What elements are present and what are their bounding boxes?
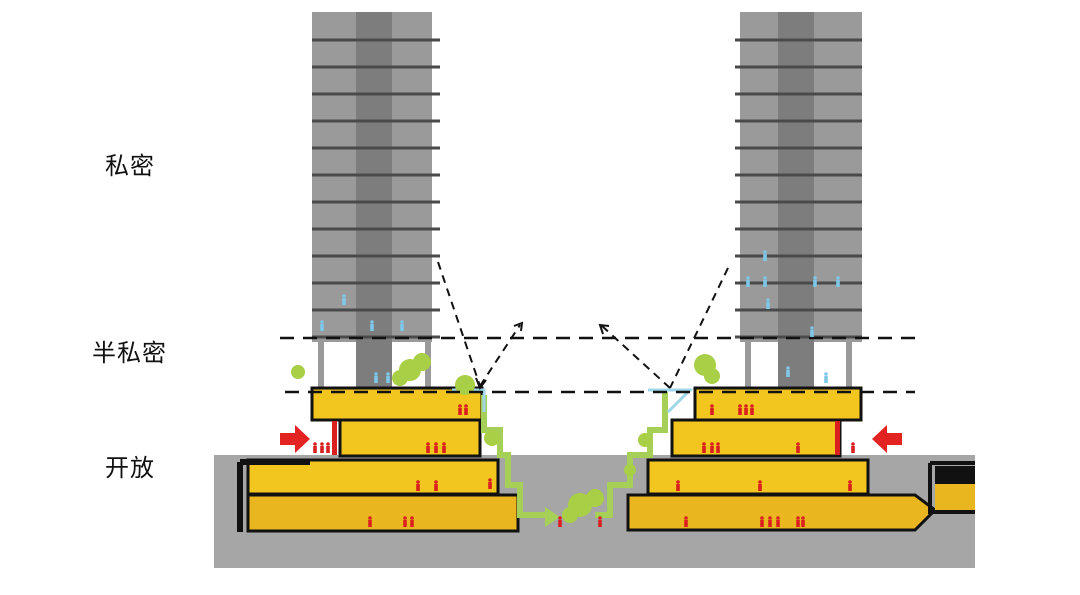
- person-icon: [434, 442, 438, 453]
- person-icon: [320, 442, 324, 453]
- tree-icons: [291, 353, 720, 523]
- person-icon: [836, 276, 840, 287]
- person-icon: [410, 516, 414, 527]
- person-icon: [760, 516, 764, 527]
- ground-valley-floor: [520, 525, 628, 535]
- person-icon: [488, 478, 492, 489]
- zone-divider-lines: [280, 336, 915, 394]
- person-icon: [716, 442, 720, 453]
- person-icon: [750, 404, 754, 415]
- person-icon: [851, 442, 855, 453]
- person-icon: [796, 442, 800, 453]
- right-red-column: [835, 421, 840, 455]
- person-icon: [370, 320, 374, 331]
- person-icon: [758, 480, 762, 491]
- person-icon: [313, 442, 317, 453]
- person-icon: [368, 516, 372, 527]
- person-icon: [738, 404, 742, 415]
- entrance-arrow-icon: [280, 425, 902, 453]
- person-icon: [374, 372, 378, 383]
- person-icon: [320, 320, 324, 331]
- zone-label-private: 私密: [105, 152, 155, 180]
- person-icon: [702, 442, 706, 453]
- person-icon: [763, 250, 767, 261]
- person-icon: [558, 516, 562, 527]
- person-icon: [710, 404, 714, 415]
- right-tower: [735, 12, 862, 390]
- left-tower-floor-lines: [312, 38, 440, 339]
- right-podium: [626, 386, 938, 532]
- person-icon: [426, 442, 430, 453]
- person-icon: [403, 516, 407, 527]
- zone-label-open: 开放: [105, 454, 155, 482]
- person-icon: [776, 516, 780, 527]
- person-icon: [766, 298, 770, 309]
- person-icons-residents: [320, 250, 840, 383]
- person-icons-public: [313, 404, 855, 527]
- left-tower: [312, 12, 440, 390]
- view-arrowheads: [475, 321, 610, 391]
- person-icon: [746, 276, 750, 287]
- person-icon: [676, 480, 680, 491]
- person-icon: [848, 480, 852, 491]
- person-icon: [464, 404, 468, 415]
- person-icon: [434, 480, 438, 491]
- person-icon: [768, 516, 772, 527]
- green-path-right: [595, 392, 668, 518]
- green-path-left: [481, 395, 545, 518]
- person-icon: [400, 320, 404, 331]
- person-icon: [786, 366, 790, 377]
- person-icon: [813, 276, 817, 287]
- person-icon: [598, 516, 602, 527]
- person-icon: [763, 276, 767, 287]
- person-icon: [824, 372, 828, 383]
- person-icon: [458, 404, 462, 415]
- person-icon: [796, 516, 800, 527]
- view-direction-arrow-icon: [437, 261, 729, 389]
- left-red-column: [332, 421, 337, 455]
- person-icon: [710, 442, 714, 453]
- person-icon: [810, 326, 814, 337]
- green-path-arrow-icon: [545, 507, 560, 527]
- zone-label-semi-private: 半私密: [92, 339, 167, 367]
- person-icon: [342, 294, 346, 305]
- person-icon: [684, 516, 688, 527]
- person-icon: [442, 442, 446, 453]
- person-icon: [801, 516, 805, 527]
- person-icon: [416, 480, 420, 491]
- person-icon: [744, 404, 748, 415]
- person-icon: [326, 442, 330, 453]
- person-icon: [386, 372, 390, 383]
